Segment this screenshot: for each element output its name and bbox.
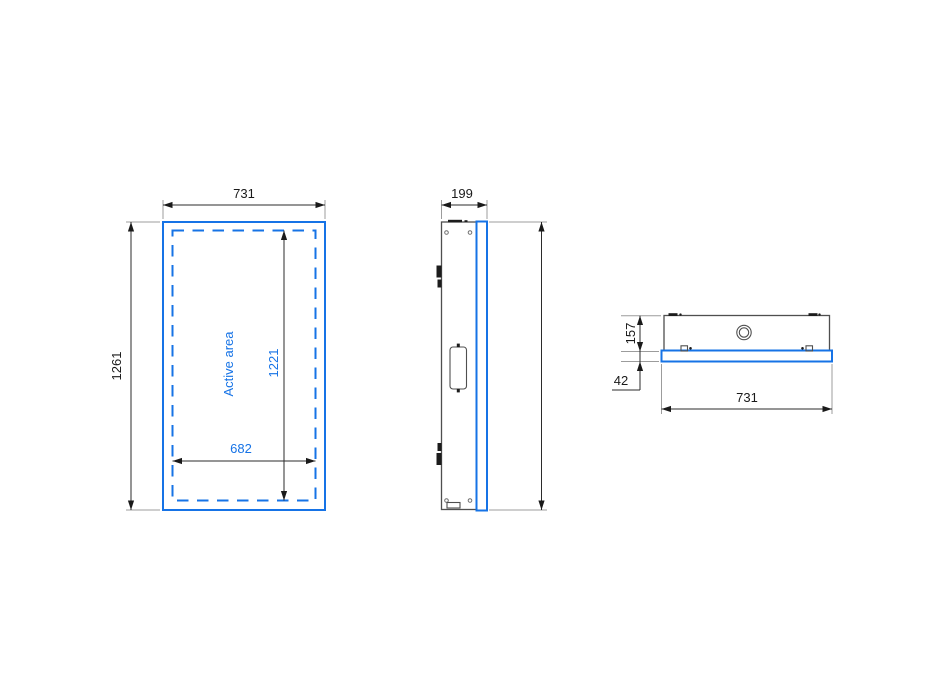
side-depth-value: 199	[451, 186, 473, 201]
front-active-area-label: Active area	[221, 331, 236, 397]
top-mounting-details	[680, 345, 814, 352]
front-width-value: 731	[233, 186, 255, 201]
side-screw-holes	[444, 230, 473, 503]
front-width-dimension: 731	[163, 186, 325, 209]
front-height-value: 1261	[109, 352, 124, 381]
front-view: 731 1261 Active area 1221 682	[109, 186, 326, 511]
top-width-value: 731	[736, 390, 758, 405]
side-handle	[449, 343, 468, 393]
front-active-width-value: 682	[230, 441, 252, 456]
front-display-frame	[162, 221, 326, 511]
front-active-height-value: 1221	[266, 349, 281, 378]
front-active-area-boundary	[171, 229, 317, 502]
top-edge-tabs	[668, 313, 821, 316]
top-enclosure-depth-value: 157	[623, 323, 638, 345]
front-height-dimension: 1261	[109, 222, 135, 510]
side-top-tab	[448, 219, 468, 223]
top-panel-thickness-value: 42	[614, 373, 628, 388]
top-enclosure-depth-dimension: 157	[623, 315, 644, 352]
side-view: 199	[436, 186, 547, 512]
top-width-dimension: 731	[661, 390, 832, 413]
side-latches	[436, 265, 442, 465]
side-display-panel	[475, 220, 488, 512]
front-active-width-dimension: 682	[172, 441, 316, 465]
top-cable-gland	[736, 324, 752, 341]
top-panel-thickness-dimension: 42	[612, 351, 644, 391]
side-enclosure-body	[440, 221, 478, 511]
top-display-panel	[660, 349, 833, 363]
top-view: 157 42	[612, 313, 833, 414]
side-depth-dimension: 199	[441, 186, 487, 209]
top-enclosure-body	[663, 314, 831, 352]
side-bottom-foot	[446, 501, 461, 509]
front-active-height-dimension: 1221	[266, 230, 288, 501]
